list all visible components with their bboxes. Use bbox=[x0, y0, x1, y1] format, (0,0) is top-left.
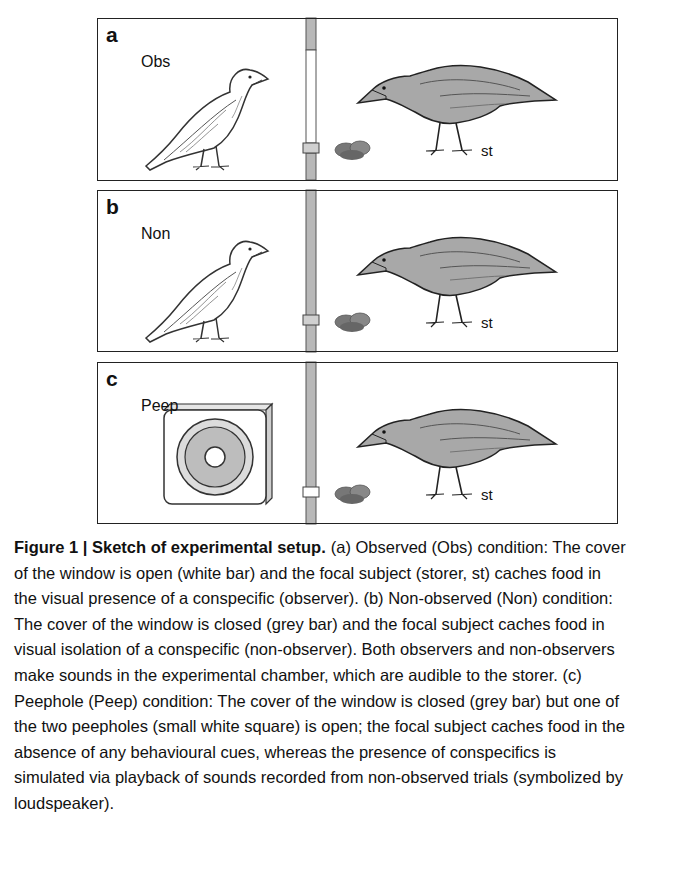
panel-letter: c bbox=[106, 368, 118, 390]
condition-label: Obs bbox=[141, 53, 170, 71]
figure-caption: Figure 1 | Sketch of experimental setup.… bbox=[14, 535, 626, 817]
figure-title: Figure 1 | Sketch of experimental setup. bbox=[14, 538, 326, 556]
experiment-panel: aObs st bbox=[97, 18, 618, 181]
experiment-panel: cPeep st bbox=[97, 362, 618, 524]
condition-label: Non bbox=[141, 225, 170, 243]
panel-letter: a bbox=[106, 24, 118, 46]
panel-letter: b bbox=[106, 196, 119, 218]
experiment-panel: bNon st bbox=[97, 190, 618, 352]
condition-label: Peep bbox=[141, 397, 178, 415]
caption-text: (a) Observed (Obs) condition: The cover … bbox=[14, 538, 626, 812]
storer-label: st bbox=[481, 487, 493, 503]
storer-label: st bbox=[481, 315, 493, 331]
storer-label: st bbox=[481, 143, 493, 159]
